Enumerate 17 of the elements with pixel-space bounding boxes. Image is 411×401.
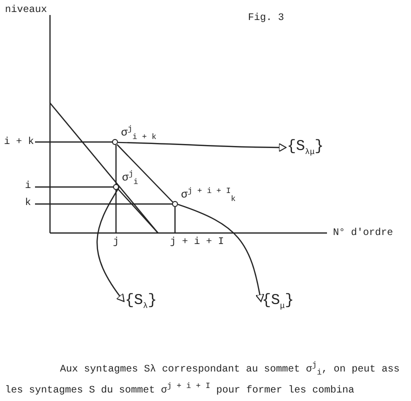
curved-arrow <box>178 204 264 302</box>
curved-arrow <box>118 142 286 152</box>
text-line: Aux syntagmes Sλ correspondant au sommet σ$^{j}$$_{i}$, on peut ass <box>60 362 400 378</box>
connector-line <box>116 144 174 203</box>
tick-label: j <box>113 238 120 248</box>
tick-label: j + i + I <box>170 238 224 248</box>
level-label: k <box>25 199 32 209</box>
set-label: {S$_{μ}$} <box>262 292 294 311</box>
text-line: les syntagmes S du sommet σ$^{j + i + I}$ pour former les combina <box>5 383 354 396</box>
curved-arrow <box>96 187 124 302</box>
level-label: i <box>25 182 32 192</box>
level-label: i + k <box>4 138 34 148</box>
figure-title: Fig. 3 <box>248 14 284 24</box>
set-label: {S$_{λ}$} <box>125 292 157 311</box>
axis-label: niveaux <box>5 6 48 16</box>
axis-label: N° d'ordre <box>333 229 394 239</box>
set-label: {S$_{λμ}$} <box>287 138 324 157</box>
